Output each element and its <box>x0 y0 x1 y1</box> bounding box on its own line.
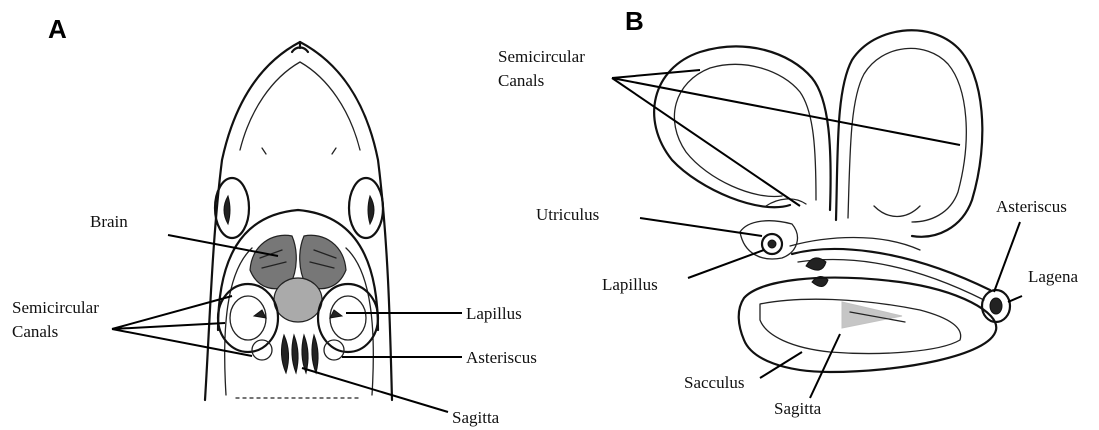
label-canals-b: Canals <box>498 71 544 90</box>
label-semicircular-a: Semicircular <box>12 298 99 317</box>
label-semicircular-b: Semicircular <box>498 47 585 66</box>
leader-sacculus <box>760 352 802 378</box>
label-canals-a: Canals <box>12 322 58 341</box>
leader-canals-b-2 <box>612 78 960 145</box>
label-brain: Brain <box>90 212 128 231</box>
label-asteriscus-b: Asteriscus <box>996 197 1067 216</box>
inner-ear-right <box>318 284 378 360</box>
panel-b-letter: B <box>625 6 644 36</box>
leader-sagitta-b <box>810 334 840 398</box>
fish-head-drawing <box>205 42 392 400</box>
label-lapillus-a: Lapillus <box>466 304 522 323</box>
leader-utriculus <box>640 218 762 236</box>
leader-asteriscus-b <box>994 222 1020 292</box>
label-lapillus-b: Lapillus <box>602 275 658 294</box>
inner-ear-drawing <box>654 30 1010 372</box>
inner-ear-left <box>218 284 278 360</box>
panel-b: B <box>498 6 1078 418</box>
label-sagitta-a: Sagitta <box>452 408 500 427</box>
label-asteriscus-a: Asteriscus <box>466 348 537 367</box>
panel-a: A <box>12 14 537 427</box>
label-lagena: Lagena <box>1028 267 1078 286</box>
leader-sagitta-a <box>302 368 448 412</box>
right-eye <box>349 178 383 238</box>
leader-canals-b-1 <box>612 70 700 78</box>
sagitta-otoliths <box>281 335 318 373</box>
left-eye <box>215 178 249 238</box>
leader-lagena <box>1008 296 1022 302</box>
leader-canals-a-3 <box>112 329 252 356</box>
label-utriculus: Utriculus <box>536 205 599 224</box>
label-sacculus: Sacculus <box>684 373 744 392</box>
label-sagitta-b: Sagitta <box>774 399 822 418</box>
leader-lapillus-b <box>688 250 764 278</box>
panel-a-letter: A <box>48 14 67 44</box>
